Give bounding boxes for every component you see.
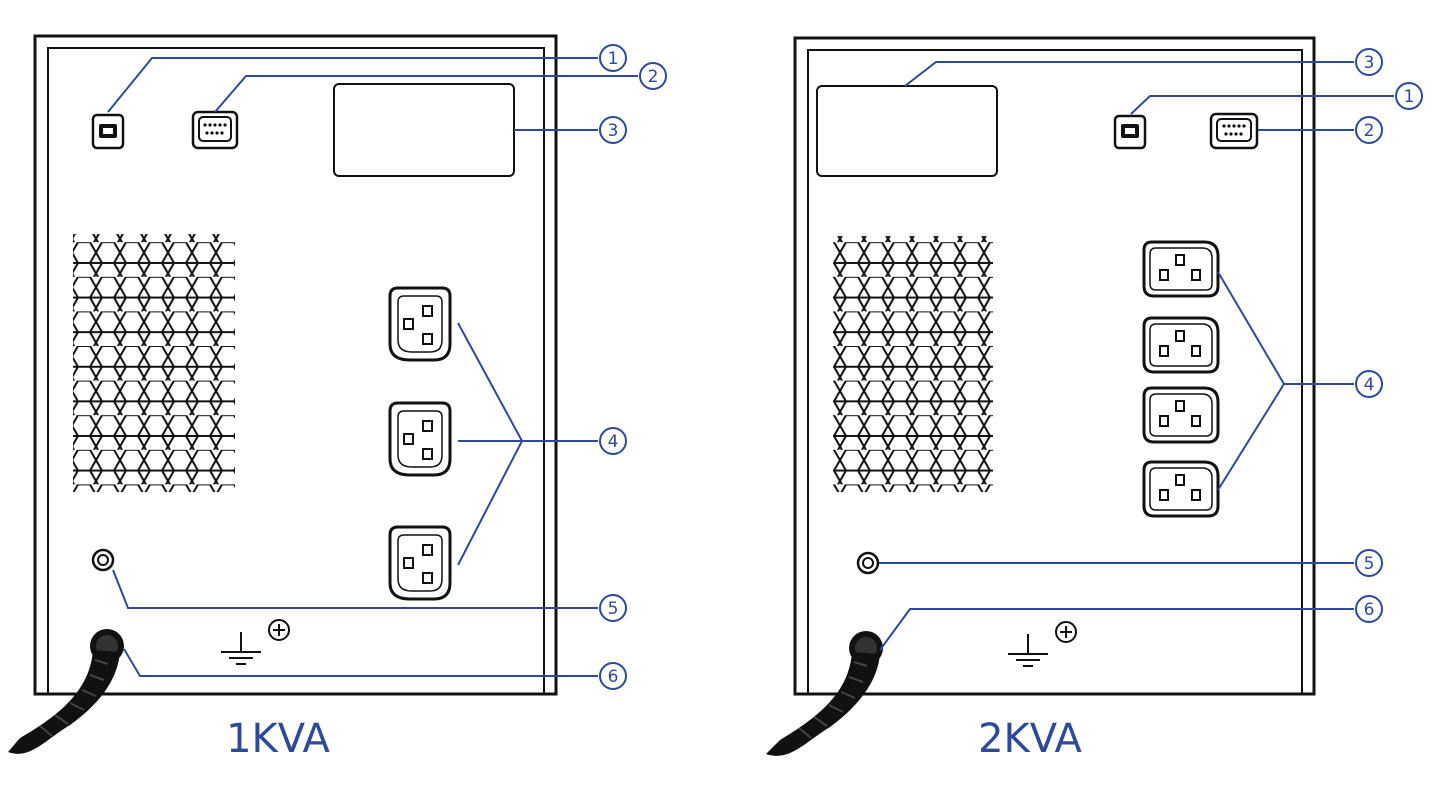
- unit-2kva: 3 1 2 4 5 6 2KVA: [766, 36, 1423, 762]
- unit-case-inner: [47, 47, 545, 695]
- lcd-panel-icon: [816, 85, 998, 177]
- power-cord-icon: [766, 631, 883, 756]
- callout-label: 4: [1364, 375, 1375, 395]
- callout-leader-lines: [107, 57, 638, 677]
- ground-icon: [1008, 621, 1077, 667]
- callout-markers: 1 2 3 4 5 6: [599, 44, 667, 690]
- callout-marker: 4: [599, 427, 627, 455]
- callout-label: 2: [648, 67, 659, 87]
- callout-label: 5: [608, 599, 619, 619]
- unit-caption: 1KVA: [226, 716, 330, 762]
- iec-outlet-icon: [1142, 386, 1220, 444]
- fuse-holder-icon: [91, 548, 115, 572]
- callout-markers: 3 1 2 4 5 6: [1355, 48, 1423, 623]
- callout-leader-lines: [879, 61, 1394, 651]
- callout-marker: 1: [1395, 82, 1423, 110]
- callout-label: 1: [608, 49, 619, 69]
- callout-marker: 5: [1355, 549, 1383, 577]
- serial-port-icon: [1209, 112, 1259, 150]
- callout-marker: 1: [599, 44, 627, 72]
- callout-label: 2: [1364, 121, 1375, 141]
- lcd-panel-icon: [333, 83, 515, 177]
- callout-label: 6: [608, 667, 619, 687]
- callout-marker: 3: [599, 116, 627, 144]
- iec-outlet-icon: [388, 286, 452, 362]
- power-cord-icon: [8, 629, 124, 754]
- callout-label: 3: [608, 121, 619, 141]
- callout-label: 4: [608, 432, 619, 452]
- callout-label: 6: [1364, 600, 1375, 620]
- callout-marker: 6: [1355, 595, 1383, 623]
- callout-marker: 5: [599, 594, 627, 622]
- serial-port-icon: [191, 110, 239, 150]
- iec-outlet-icon: [1142, 240, 1220, 298]
- callout-marker: 3: [1355, 48, 1383, 76]
- fuse-holder-icon: [856, 551, 880, 575]
- hex-vent-icon: [833, 236, 993, 492]
- callout-marker: 4: [1355, 370, 1383, 398]
- callout-label: 1: [1404, 87, 1415, 107]
- usb-port-icon: [1113, 114, 1147, 150]
- usb-port-icon: [91, 113, 125, 150]
- unit-1kva: 1 2 3 4 5 6 1KVA: [8, 34, 667, 762]
- ground-icon: [221, 619, 290, 665]
- callout-marker: 2: [639, 62, 667, 90]
- callout-label: 5: [1364, 554, 1375, 574]
- iec-outlet-icon: [1142, 460, 1220, 518]
- unit-case-inner: [807, 49, 1303, 695]
- iec-outlet-icon: [388, 525, 452, 601]
- callout-marker: 2: [1355, 116, 1383, 144]
- iec-outlet-icon: [388, 401, 452, 477]
- unit-caption: 2KVA: [978, 716, 1082, 762]
- hex-vent-icon: [73, 234, 235, 492]
- iec-outlet-icon: [1142, 316, 1220, 374]
- callout-marker: 6: [599, 662, 627, 690]
- callout-label: 3: [1364, 53, 1375, 73]
